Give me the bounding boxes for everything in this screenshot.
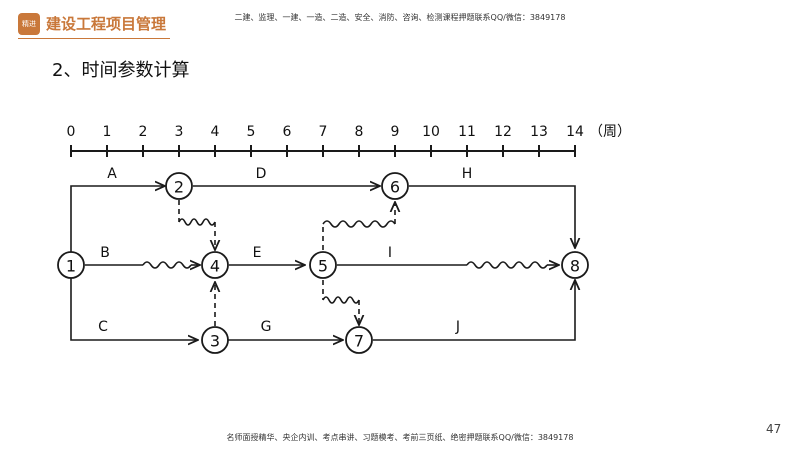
scale-tick-label: 2 [139,124,148,140]
scale-tick-label: 6 [283,124,292,140]
scale-tick-label: 11 [458,124,476,140]
activity-I-wave [466,261,548,269]
node-5-circle [309,251,337,279]
node-7-label: 7 [354,332,364,351]
activity-label: A [107,166,117,182]
scale-tick-label: 13 [530,124,548,140]
activity-label: D [256,166,267,182]
activity-label: G [261,319,272,335]
activity-H-arrow [409,185,575,248]
scale-tick-label: 1 [103,124,112,140]
node-2-label: 2 [174,178,184,197]
activity-label: C [98,319,108,335]
scale-tick-label: 12 [494,124,512,140]
dummy-5-7-wave [322,296,360,304]
scale-tick-marks [70,145,576,157]
activity-label: B [100,245,110,261]
scale-tick-label: 4 [211,124,220,140]
node-3-label: 3 [210,332,220,351]
top-note: 二建、监理、一建、一造、二造、安全、消防、咨询、检测课程押题联系QQ/微信：38… [234,13,566,22]
node-1-circle [57,251,85,279]
node-5-label: 5 [318,257,328,276]
footer-note: 名师面授精华、央企内训、考点串讲、习题模考、考前三页纸、绝密押题联系QQ/微信：… [226,433,574,442]
node-7-circle [345,326,373,354]
node-8-circle [561,251,589,279]
page-heading: 2、时间参数计算 [52,60,190,81]
scale-tick-label: 8 [355,124,364,140]
brand-underline [18,38,170,39]
activity-C-arrow [70,278,198,340]
dummy-2-4-wave [178,218,216,226]
node-6-circle [381,172,409,200]
scale-tick-label: 14 [566,124,584,140]
scale-tick-label: 3 [175,124,184,140]
dummy-5-6-wave [322,220,396,228]
scale-tick-label: 7 [319,124,328,140]
activity-J-arrow [373,280,575,341]
node-1-label: 1 [66,257,76,276]
activity-label: H [462,166,473,182]
node-2-circle [165,172,193,200]
activity-label: J [455,319,460,335]
scale-unit-label: （周） [589,124,631,140]
logo-icon: 精进 [18,13,40,35]
activity-B-wave [142,261,192,269]
node-8-label: 8 [570,257,580,276]
activity-label: E [253,245,262,261]
node-3-circle [201,326,229,354]
activity-label: I [388,245,392,261]
node-4-label: 4 [210,257,220,276]
scale-tick-label: 0 [67,124,76,140]
scale-tick-label: 9 [391,124,400,140]
page-number: 47 [766,422,782,436]
scale-tick-label: 10 [422,124,440,140]
activity-A-arrow [70,186,165,252]
node-4-circle [201,251,229,279]
node-6-label: 6 [390,178,400,197]
scale-tick-label: 5 [247,124,256,140]
brand-title: 建设工程项目管理 [46,15,167,33]
